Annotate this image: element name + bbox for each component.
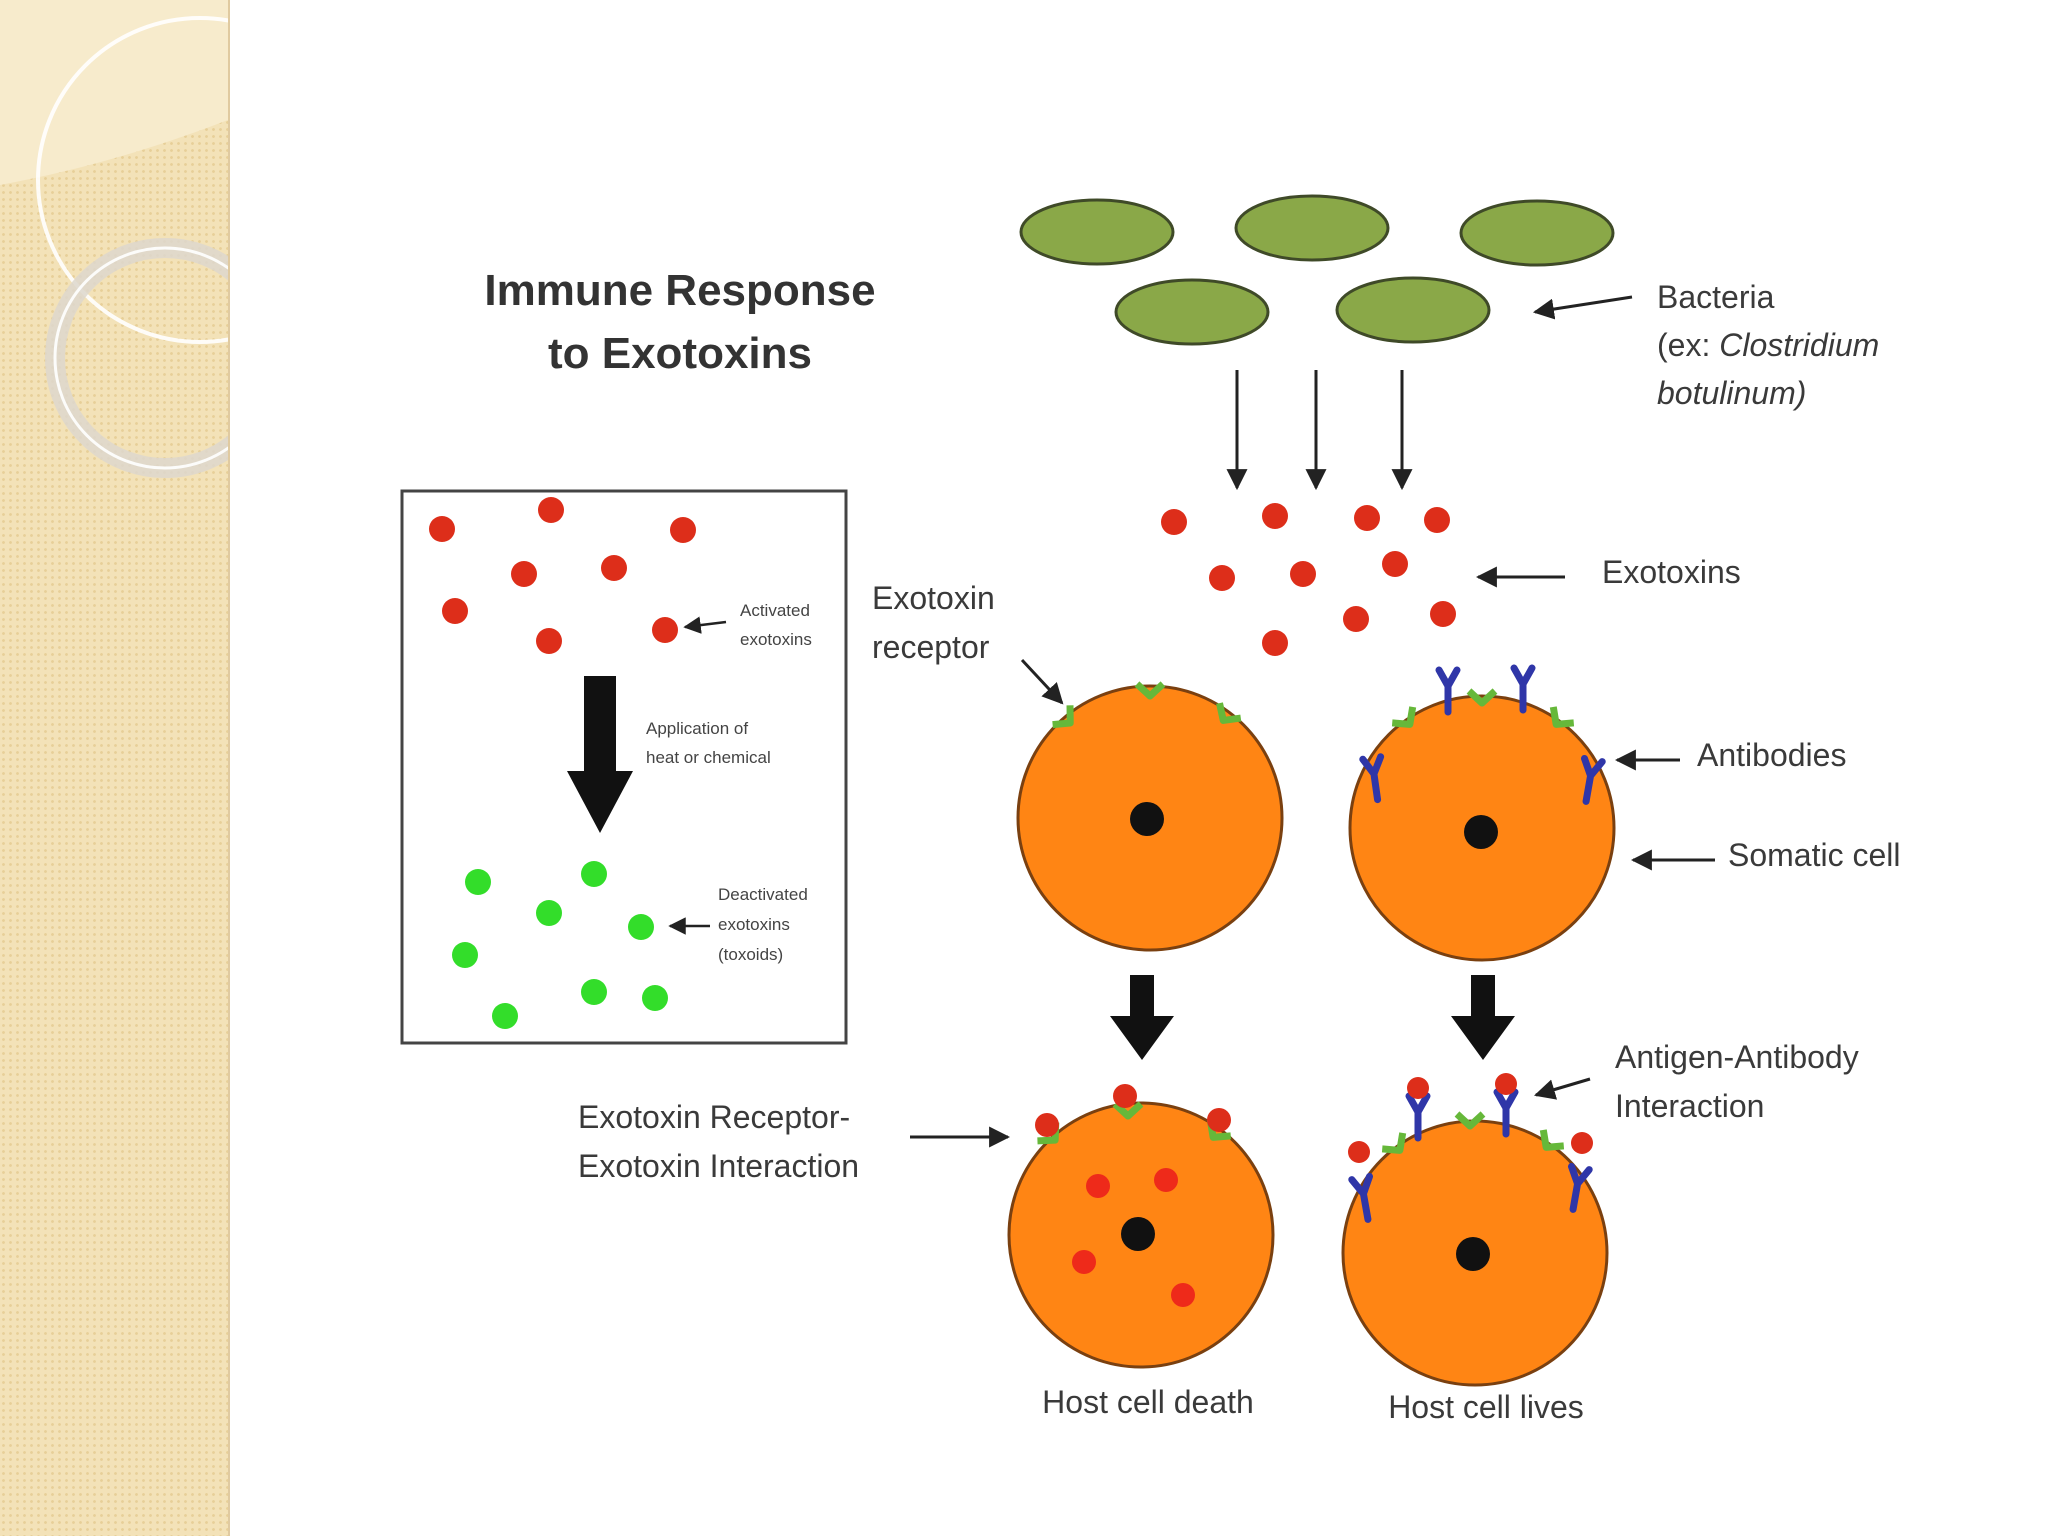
exotoxin bbox=[1424, 507, 1450, 533]
nucleus bbox=[1456, 1237, 1490, 1271]
diagram-title-line2: to Exotoxins bbox=[548, 329, 812, 378]
host-cell-surviving bbox=[1341, 1073, 1609, 1387]
deactivated-label-line1: Deactivated bbox=[718, 885, 808, 904]
activated-exotoxin bbox=[670, 517, 696, 543]
deactivated-label-line3: (toxoids) bbox=[718, 945, 783, 964]
activated-label-line2: exotoxins bbox=[740, 630, 812, 649]
toxoid bbox=[465, 869, 491, 895]
inset-deactivated-toxoids bbox=[452, 861, 668, 1029]
exotoxin-receptor-label-line2: receptor bbox=[872, 629, 990, 665]
decorative-side-panel bbox=[0, 0, 230, 1536]
bound-exotoxin bbox=[1113, 1084, 1137, 1108]
internal-exotoxin bbox=[1154, 1168, 1178, 1192]
bacterium bbox=[1459, 199, 1615, 267]
deactivated-label-line2: exotoxins bbox=[718, 915, 790, 934]
toxoid bbox=[452, 942, 478, 968]
antigen-antibody-label-line1: Antigen-Antibody bbox=[1615, 1039, 1859, 1075]
internal-exotoxin bbox=[1072, 1250, 1096, 1274]
somatic-cell-unprotected bbox=[1016, 684, 1284, 952]
antigen-antibody-label-line2: Interaction bbox=[1615, 1088, 1764, 1124]
toxoid bbox=[492, 1003, 518, 1029]
neutralized-exotoxin bbox=[1348, 1141, 1370, 1163]
bacteria-label: Bacteria bbox=[1657, 279, 1775, 315]
down-arrow-left bbox=[1110, 975, 1174, 1060]
host-cell-death-caption: Host cell death bbox=[1042, 1384, 1254, 1420]
exotoxins-group bbox=[1161, 503, 1456, 656]
somatic-cell-label: Somatic cell bbox=[1728, 837, 1901, 873]
decorative-rings bbox=[0, 0, 228, 478]
bacterium bbox=[1234, 194, 1390, 262]
exotoxin bbox=[1161, 509, 1187, 535]
thick-ring-edge bbox=[53, 246, 228, 470]
process-label-line2: heat or chemical bbox=[646, 748, 771, 767]
corner-highlight bbox=[0, 0, 228, 185]
bacterium bbox=[1335, 276, 1491, 344]
down-arrow-right bbox=[1451, 975, 1515, 1060]
activated-exotoxin bbox=[536, 628, 562, 654]
inset-activated-exotoxins bbox=[429, 497, 696, 654]
bacterium bbox=[1114, 278, 1270, 346]
bound-exotoxin bbox=[1207, 1108, 1231, 1132]
toxoid bbox=[628, 914, 654, 940]
antigen-antibody-pointer-arrow bbox=[1533, 1077, 1591, 1100]
activated-pointer-arrow bbox=[683, 616, 727, 634]
exotoxin bbox=[1343, 606, 1369, 632]
somatic-cell-protected bbox=[1348, 668, 1616, 962]
exotoxins-label: Exotoxins bbox=[1602, 554, 1741, 590]
neutralized-exotoxin bbox=[1571, 1132, 1593, 1154]
exotoxin bbox=[1262, 630, 1288, 656]
bound-exotoxin bbox=[1035, 1113, 1059, 1137]
toxoid bbox=[536, 900, 562, 926]
nucleus bbox=[1130, 802, 1164, 836]
host-cell-dying bbox=[1007, 1084, 1275, 1369]
receptor-interaction-label-line2: Exotoxin Interaction bbox=[578, 1148, 859, 1184]
nucleus bbox=[1464, 815, 1498, 849]
bacterium bbox=[1019, 198, 1175, 266]
internal-exotoxin bbox=[1086, 1174, 1110, 1198]
exotoxin bbox=[1354, 505, 1380, 531]
activated-exotoxin bbox=[429, 516, 455, 542]
activated-exotoxin bbox=[538, 497, 564, 523]
heat-treatment-arrow bbox=[567, 676, 633, 833]
neutralized-exotoxin bbox=[1495, 1073, 1517, 1095]
process-label-line1: Application of bbox=[646, 719, 748, 738]
antibodies-label: Antibodies bbox=[1697, 737, 1846, 773]
toxin-release-arrows bbox=[1226, 370, 1413, 491]
activated-exotoxin bbox=[442, 598, 468, 624]
activated-exotoxin bbox=[511, 561, 537, 587]
bacteria-group bbox=[1019, 194, 1615, 346]
receptor-interaction-label-line1: Exotoxin Receptor- bbox=[578, 1099, 850, 1135]
exotoxin bbox=[1290, 561, 1316, 587]
bacteria-species-label: botulinum) bbox=[1657, 375, 1806, 411]
toxoid bbox=[642, 985, 668, 1011]
activated-label-line1: Activated bbox=[740, 601, 810, 620]
exotoxin-receptor-label-line1: Exotoxin bbox=[872, 580, 995, 616]
large-ring bbox=[36, 16, 228, 344]
bacteria-example-label: (ex: Clostridium bbox=[1657, 327, 1879, 363]
exotoxin bbox=[1209, 565, 1235, 591]
exotoxin bbox=[1262, 503, 1288, 529]
toxoid bbox=[581, 979, 607, 1005]
exotoxin bbox=[1382, 551, 1408, 577]
receptor-pointer-arrow bbox=[1020, 658, 1064, 705]
exotoxin bbox=[1430, 601, 1456, 627]
toxoid bbox=[581, 861, 607, 887]
activated-exotoxin bbox=[601, 555, 627, 581]
host-cell-lives-caption: Host cell lives bbox=[1388, 1389, 1584, 1425]
internal-exotoxin bbox=[1171, 1283, 1195, 1307]
neutralized-exotoxin bbox=[1407, 1077, 1429, 1099]
nucleus bbox=[1121, 1217, 1155, 1251]
bacteria-pointer-arrow bbox=[1532, 295, 1633, 320]
diagram-title-line1: Immune Response bbox=[484, 266, 875, 315]
activated-exotoxin bbox=[652, 617, 678, 643]
